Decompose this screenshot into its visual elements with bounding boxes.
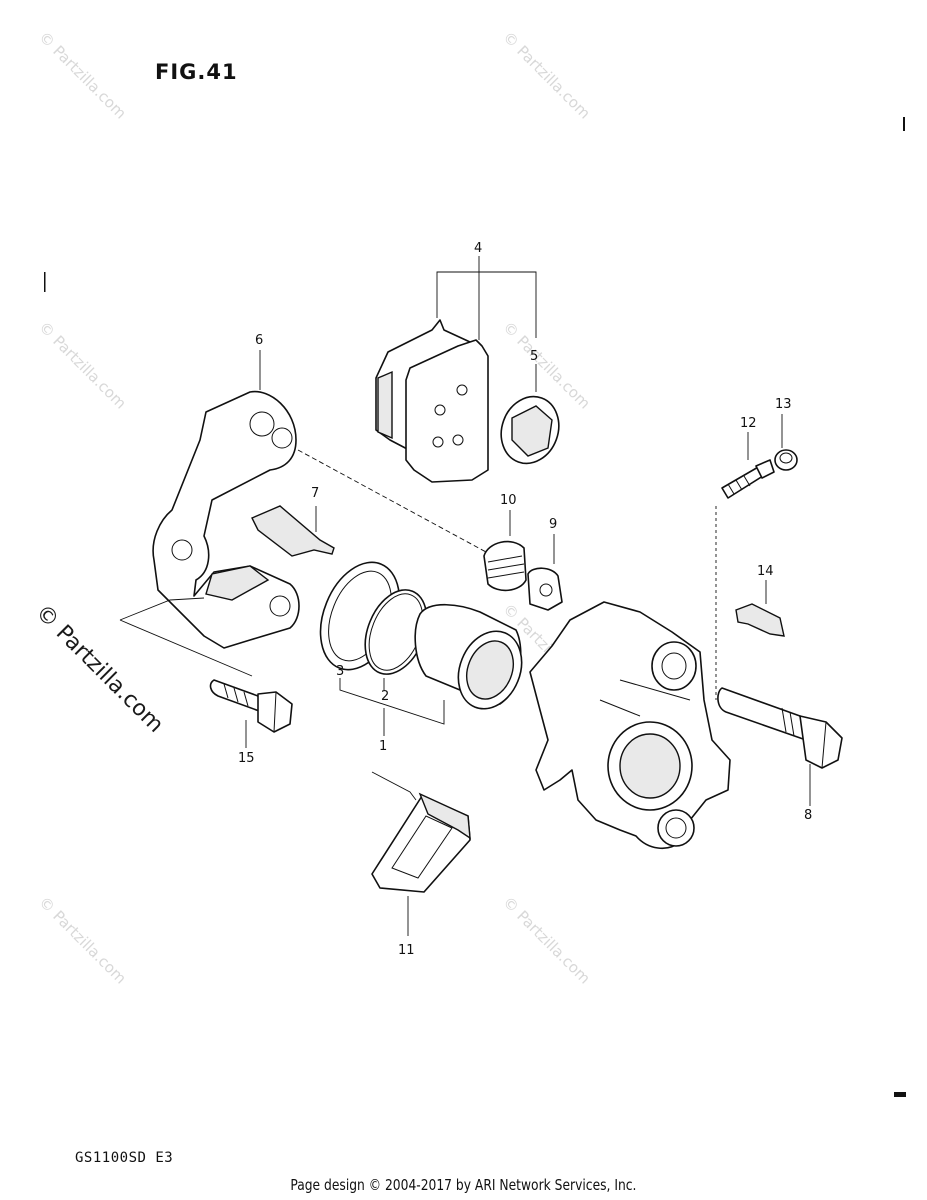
callout-11: 11 [398, 943, 415, 958]
fig-title: FIG.41 [155, 60, 238, 84]
caliper-body [529, 601, 731, 849]
caliper-bracket [119, 350, 300, 677]
model-code: GS1100SD E3 [75, 1150, 174, 1166]
bleeder-cap [527, 534, 563, 611]
callout-6: 6 [255, 333, 263, 348]
pin-boot [483, 510, 527, 592]
callout-12: 12 [740, 416, 757, 431]
piston-seal-set [319, 561, 523, 736]
callout-3: 3 [336, 664, 344, 679]
slide-pin-bolt [717, 687, 843, 806]
pad-retainer [371, 771, 471, 936]
bracket-bolt [209, 679, 293, 748]
callout-2: 2 [381, 689, 389, 704]
pad-spring [251, 505, 335, 557]
bleeder-cap-small [774, 414, 798, 471]
callout-15: 15 [238, 751, 255, 766]
callout-8: 8 [804, 808, 812, 823]
brake-pad-set [375, 256, 537, 483]
callout-4: 4 [474, 241, 482, 256]
callout-7: 7 [311, 486, 319, 501]
callout-1: 1 [379, 739, 387, 754]
bleeder-valve [715, 432, 775, 700]
callout-9: 9 [549, 517, 557, 532]
pad-shim [500, 364, 560, 465]
callout-13: 13 [775, 397, 792, 412]
footer-copyright: Page design © 2004-2017 by ARI Network S… [290, 1176, 637, 1194]
callout-5: 5 [530, 349, 538, 364]
callout-10: 10 [500, 493, 517, 508]
callout-14: 14 [757, 564, 774, 579]
retaining-clip [735, 580, 785, 637]
